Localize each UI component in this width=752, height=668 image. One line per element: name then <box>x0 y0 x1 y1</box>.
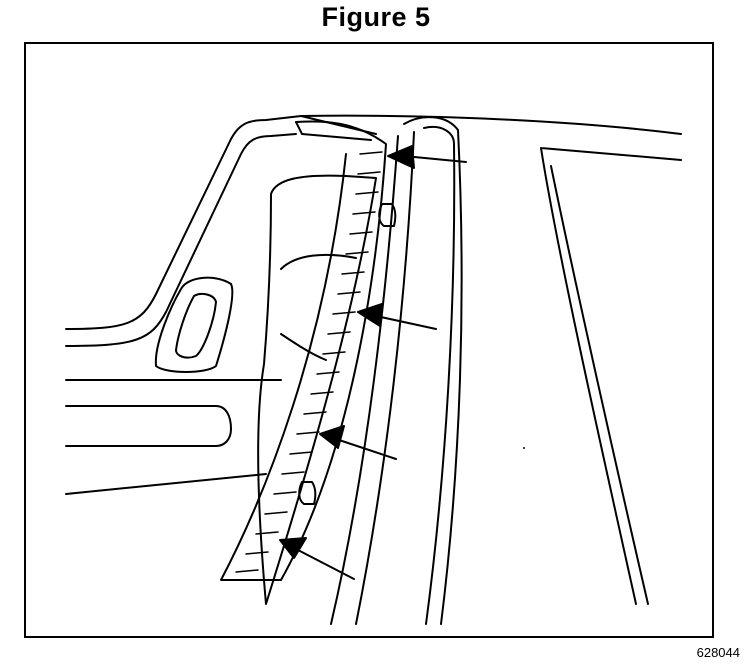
rear-window-frame <box>540 147 682 605</box>
illustration-frame <box>24 42 714 638</box>
door-frame <box>65 115 377 330</box>
armrest-lower <box>65 473 267 495</box>
seat-headrest <box>280 253 357 361</box>
weatherstrip-hatching <box>235 151 383 573</box>
door-seal-illustration <box>65 114 682 625</box>
pillar-inner-line <box>330 131 415 625</box>
armrest <box>65 405 232 447</box>
speck <box>523 447 525 449</box>
figure-id-label: 628044 <box>696 645 740 660</box>
door-frame-inner <box>65 133 297 347</box>
seal-clip-lower <box>298 481 317 505</box>
seal-top-cap <box>295 121 372 141</box>
callout-arrows <box>279 145 467 580</box>
b-pillar <box>403 116 463 625</box>
roof-edge <box>300 114 682 135</box>
figure-title: Figure 5 <box>321 2 431 32</box>
door-handle-bezel <box>154 276 234 373</box>
seat-back <box>257 174 377 605</box>
door-handle <box>175 293 217 359</box>
weatherstrip-seal-outer <box>220 120 387 581</box>
seal-clip-upper <box>378 203 397 227</box>
